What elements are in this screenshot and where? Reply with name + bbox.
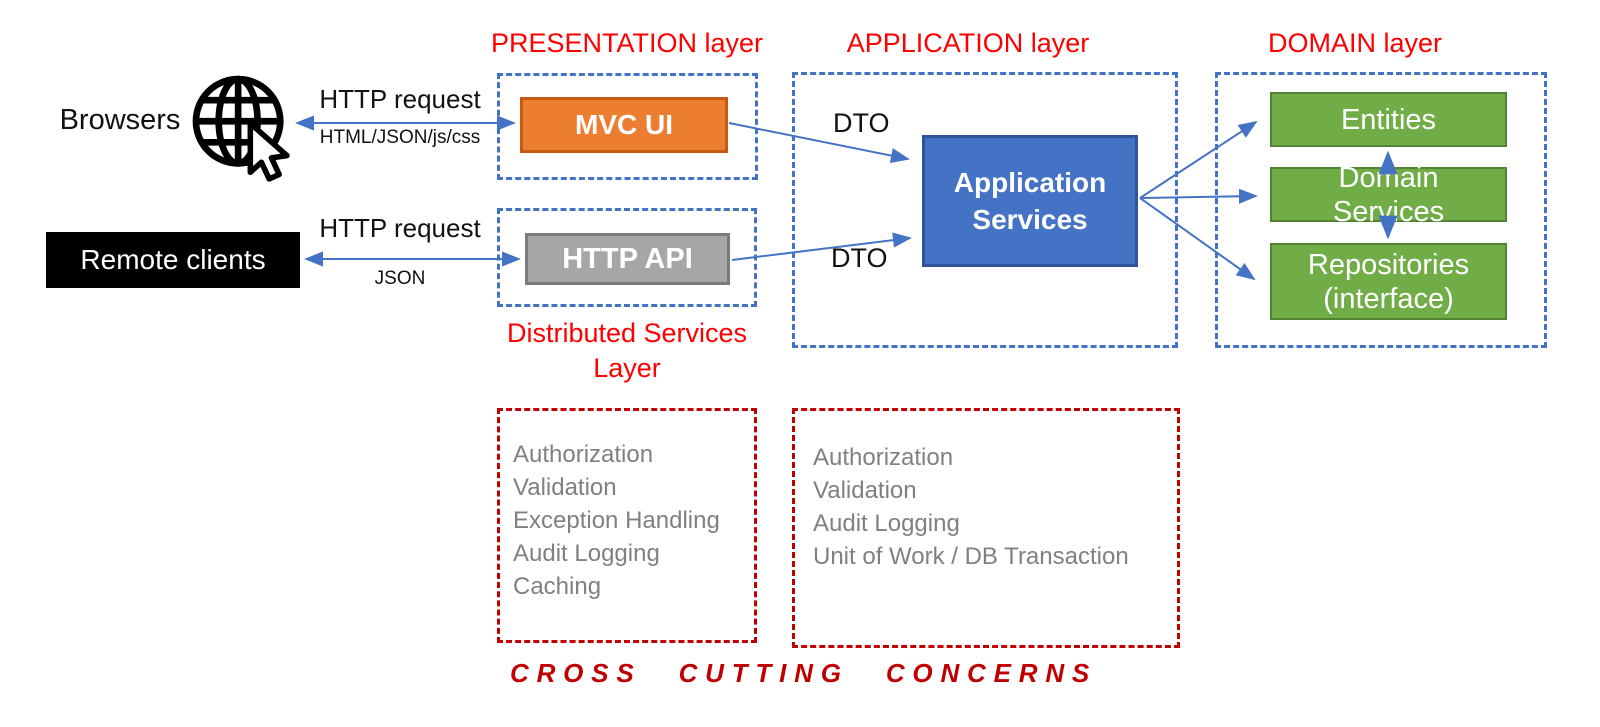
remote-clients-node: Remote clients — [46, 232, 300, 288]
cursor-icon — [247, 120, 290, 182]
domain-services-node: Domain Services — [1270, 162, 1507, 228]
http-request-top-label: HTTP request — [319, 84, 481, 114]
presentation-layer-title: PRESENTATION layer — [490, 28, 764, 58]
cross-cutting-right-frame — [792, 408, 1180, 648]
repositories-node: Repositories (interface) — [1270, 243, 1507, 320]
domain-layer-title: DOMAIN layer — [1267, 28, 1443, 58]
http-response-top-label: HTML/JSON/js/css — [319, 127, 481, 148]
application-services-label: Application Services — [953, 167, 1107, 235]
http-request-bottom-label: HTTP request — [319, 213, 481, 243]
list-item: Audit Logging — [813, 510, 960, 537]
remote-clients-label: Remote clients — [80, 244, 266, 275]
application-services-node: Application Services — [922, 135, 1138, 267]
browsers-label: Browsers — [59, 104, 181, 136]
http-api-node: HTTP API — [525, 233, 730, 285]
mvc-ui-label: MVC UI — [575, 109, 673, 140]
entities-label: Entities — [1340, 103, 1437, 136]
list-item: Validation — [513, 474, 617, 501]
browser-globe-icon — [186, 68, 308, 190]
distributed-services-title: Distributed Services Layer — [506, 318, 748, 383]
list-item: Unit of Work / DB Transaction — [813, 543, 1129, 570]
application-layer-title: APPLICATION layer — [846, 28, 1090, 58]
json-label: JSON — [374, 268, 426, 289]
list-item: Caching — [513, 573, 602, 600]
mvc-ui-node: MVC UI — [520, 97, 728, 153]
cross-cutting-right-list: Authorization Validation Audit Logging U… — [813, 441, 1183, 573]
list-item: Authorization — [513, 441, 654, 468]
list-item: Authorization — [813, 444, 954, 471]
cross-cutting-footer: CROSS CUTTING CONCERNS — [510, 658, 1098, 688]
repositories-label: Repositories (interface) — [1307, 248, 1470, 315]
entities-node: Entities — [1270, 92, 1507, 147]
http-api-label: HTTP API — [562, 242, 693, 275]
cross-cutting-left-list: Authorization Validation Exception Handl… — [513, 438, 753, 603]
cross-cutting-left-frame — [497, 408, 757, 643]
list-item: Validation — [813, 477, 917, 504]
list-item: Audit Logging — [513, 540, 660, 567]
domain-services-label: Domain Services — [1332, 161, 1445, 228]
list-item: Exception Handling — [513, 507, 720, 534]
